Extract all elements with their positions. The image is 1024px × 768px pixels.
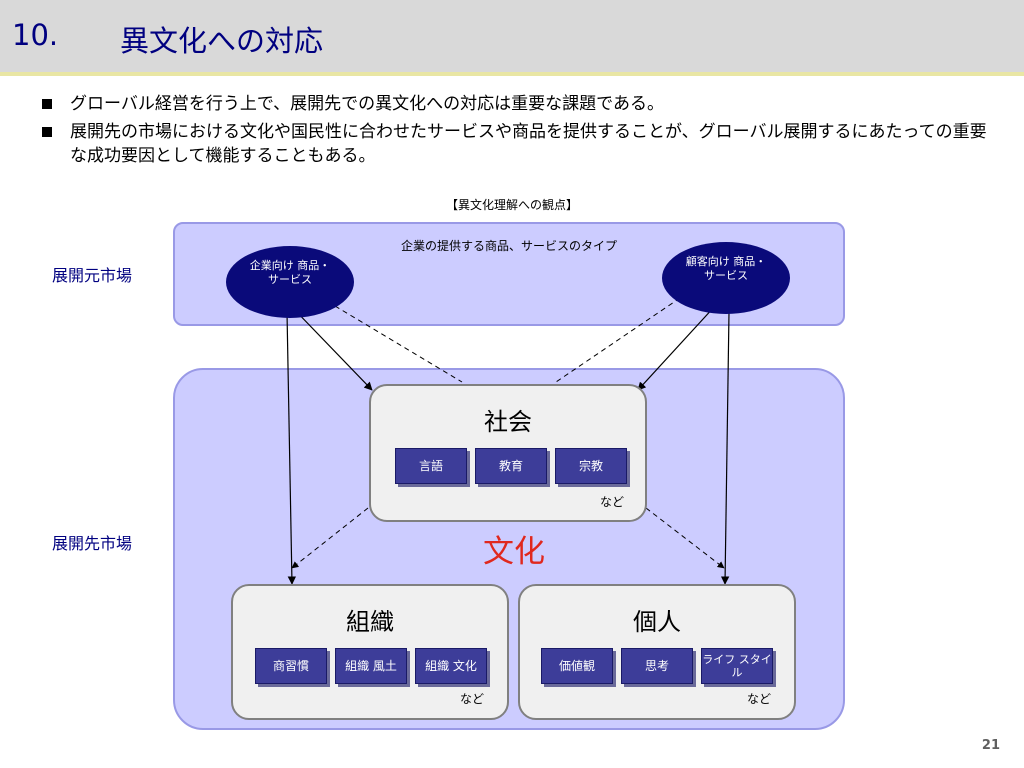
organization-title: 組織 <box>346 608 394 636</box>
society-etc: など <box>600 495 625 509</box>
organization-etc: など <box>460 692 485 706</box>
bullet-list: グローバル経営を行う上で、展開先での異文化への対応は重要な課題である。 展開先の… <box>40 92 1000 172</box>
dashed-b2b-society <box>334 305 463 383</box>
society-item-religion: 宗教 <box>555 448 627 484</box>
culture-label: 文化 <box>483 534 545 570</box>
individual-etc: など <box>747 692 772 706</box>
individual-item-values: 価値観 <box>541 648 613 684</box>
bullet-text: 展開先の市場における文化や国民性に合わせたサービスや商品を提供することが、グロー… <box>70 122 987 166</box>
arrow-b2b-organization <box>286 311 297 585</box>
diagram-caption: 【異文化理解への観点】 <box>445 198 578 212</box>
organization-item-business-customs: 商習慣 <box>255 648 327 684</box>
product-type-caption: 企業の提供する商品、サービスのタイプ <box>400 239 617 253</box>
dashed-society-individual <box>645 507 725 569</box>
individual-item-thinking: 思考 <box>621 648 693 684</box>
target-market-label: 展開先市場 <box>52 534 133 553</box>
b2c-products-ellipse: 顧客向け 商品・サービス <box>662 242 790 314</box>
society-title: 社会 <box>484 408 532 436</box>
title-underline <box>0 72 1024 76</box>
b2c-products-label: 顧客向け 商品・サービス <box>685 255 767 282</box>
b2b-products-ellipse: 企業向け 商品・サービス <box>226 246 354 318</box>
society-item-language: 言語 <box>395 448 467 484</box>
arrow-b2c-society <box>637 305 716 391</box>
society-item-education: 教育 <box>475 448 547 484</box>
slide-title: 異文化への対応 <box>120 24 324 58</box>
b2b-products-label: 企業向け 商品・サービス <box>249 259 331 286</box>
organization-item-climate: 組織 風土 <box>335 648 407 684</box>
slide-number-heading: 10. <box>12 18 59 52</box>
title-bar <box>0 0 1024 72</box>
bullet-item: 展開先の市場における文化や国民性に合わせたサービスや商品を提供することが、グロー… <box>40 120 1000 168</box>
origin-market-label: 展開元市場 <box>52 266 133 285</box>
square-bullet-icon <box>42 127 52 137</box>
page-number: 21 <box>981 738 1000 753</box>
individual-item-lifestyle: ライフ スタイル <box>701 648 773 684</box>
individual-title: 個人 <box>633 608 681 636</box>
bullet-text: グローバル経営を行う上で、展開先での異文化への対応は重要な課題である。 <box>70 94 664 114</box>
square-bullet-icon <box>42 99 52 109</box>
dashed-society-organization <box>291 507 369 569</box>
arrow-b2c-individual <box>720 311 730 585</box>
bullet-item: グローバル経営を行う上で、展開先での異文化への対応は重要な課題である。 <box>40 92 1000 116</box>
organization-item-culture: 組織 文化 <box>415 648 487 684</box>
arrow-b2b-society <box>289 304 373 391</box>
dashed-b2c-society <box>555 297 681 383</box>
